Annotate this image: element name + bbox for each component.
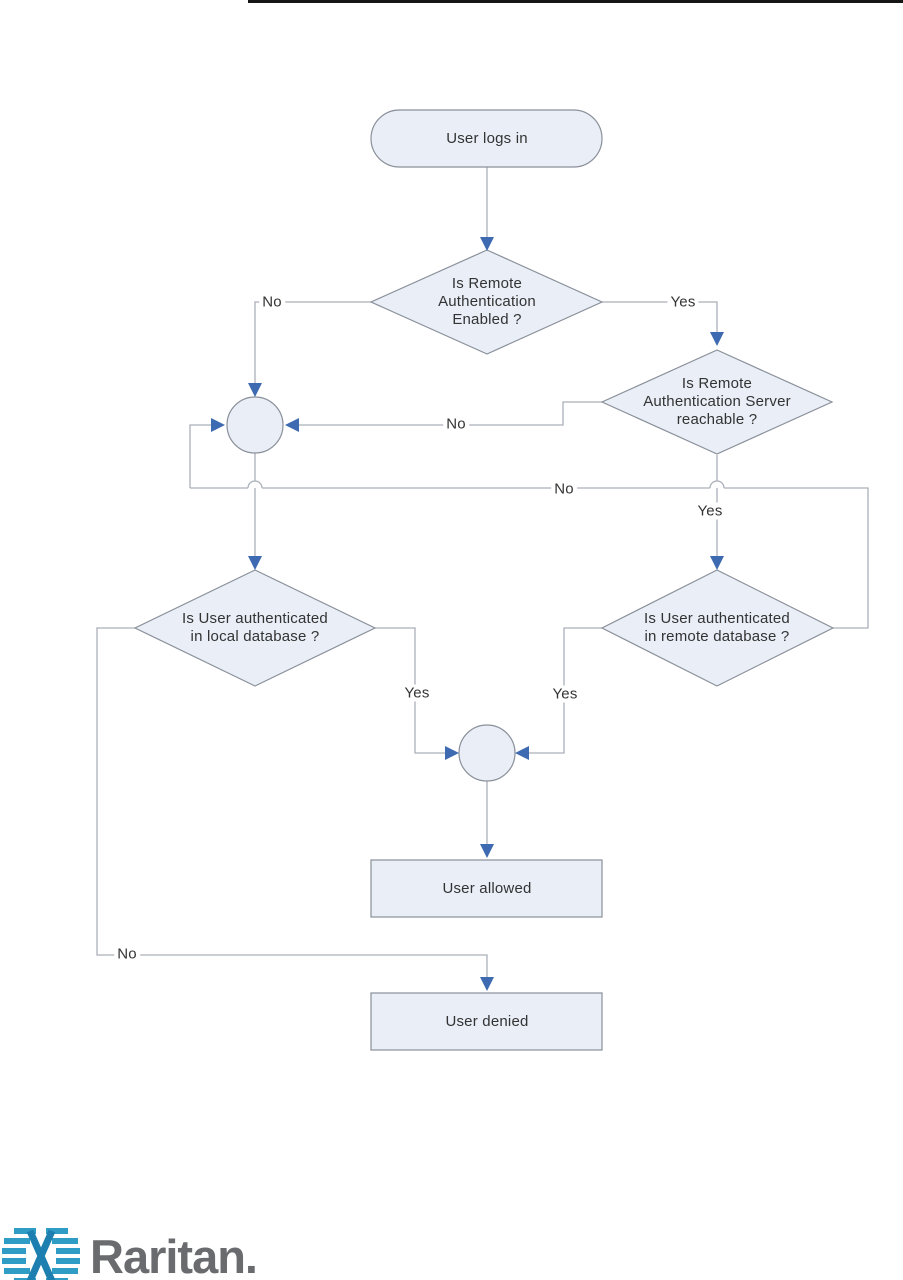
edge-remotedb-no-loop: [190, 487, 869, 629]
raritan-logo: Raritan.: [2, 1228, 258, 1280]
node-connector-center-shape: [458, 724, 516, 782]
node-user-denied-shape: [370, 992, 603, 1051]
arrowhead-icon: [515, 746, 529, 760]
line-hop: [247, 480, 263, 489]
arrowhead-icon: [285, 418, 299, 432]
node-decision-remote-db-label: Is User authenticated in remote database…: [644, 610, 790, 645]
arrowhead-icon: [480, 977, 494, 991]
arrowhead-icon: [480, 237, 494, 251]
node-user-allowed-label: User allowed: [442, 880, 532, 897]
edge-reachable-no: [290, 401, 602, 426]
node-decision-remote-db-shape: [600, 569, 835, 687]
edge-localdb-no: [96, 627, 488, 980]
raritan-wordmark: Raritan.: [90, 1230, 258, 1280]
node-decision-remote-server-reachable-label: Is Remote Authentication Server reachabl…: [643, 375, 791, 428]
edge-label-enabled-yes: Yes: [667, 293, 699, 311]
line-hop: [709, 480, 725, 489]
edge-enabled-yes: [602, 301, 718, 335]
raritan-logo-icon: [2, 1228, 80, 1280]
arrowhead-icon: [445, 746, 459, 760]
node-start-label: User logs in: [446, 130, 528, 147]
node-decision-remote-auth-enabled-shape: [369, 249, 604, 355]
edge-label-remotedb-yes: Yes: [549, 685, 581, 703]
node-connector-left-shape: [226, 396, 284, 454]
edge-label-localdb-no: No: [114, 945, 140, 963]
edge-enabled-no: [254, 301, 371, 386]
node-decision-remote-server-reachable-shape: [600, 349, 834, 455]
arrowhead-icon: [480, 844, 494, 858]
node-user-allowed-shape: [370, 859, 603, 918]
arrowhead-icon: [248, 383, 262, 397]
arrowhead-icon: [211, 418, 225, 432]
edge-label-remotedb-no: No: [551, 480, 577, 498]
arrowhead-icon: [710, 556, 724, 570]
edge-label-reachable-yes: Yes: [694, 502, 726, 520]
node-user-denied-label: User denied: [445, 1013, 529, 1030]
edge-label-localdb-yes: Yes: [401, 684, 433, 702]
node-start-shape: [370, 109, 603, 168]
edge-loop-into-connector: [189, 424, 220, 488]
node-decision-remote-auth-enabled-label: Is Remote Authentication Enabled ?: [438, 275, 536, 328]
arrowhead-icon: [710, 332, 724, 346]
node-decision-local-db-label: Is User authenticated in local database …: [182, 610, 328, 645]
edge-label-enabled-no: No: [259, 293, 285, 311]
edge-label-reachable-no: No: [443, 415, 469, 433]
node-decision-local-db-shape: [133, 569, 377, 687]
header-rule: [248, 0, 903, 3]
arrowhead-icon: [248, 556, 262, 570]
